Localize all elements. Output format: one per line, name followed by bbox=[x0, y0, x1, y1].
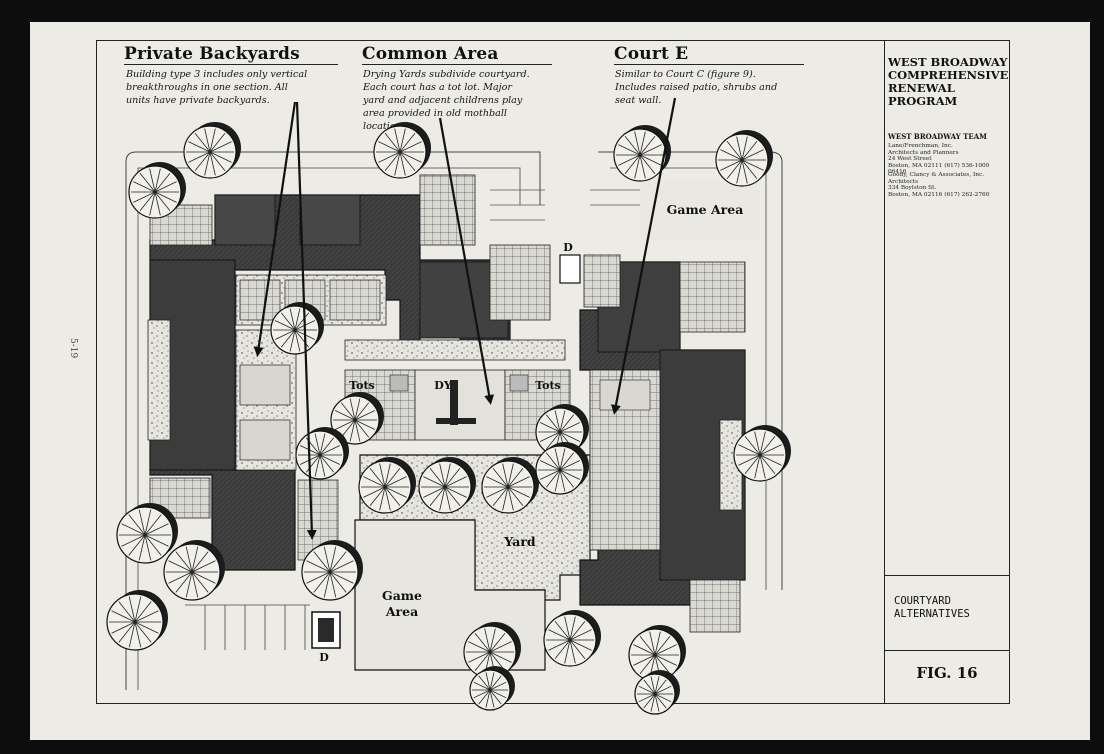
tree-icon bbox=[535, 442, 589, 495]
left-patios bbox=[147, 174, 476, 519]
tree-icon bbox=[358, 457, 416, 514]
court-e-rule bbox=[614, 64, 804, 65]
title-block-divider-2 bbox=[884, 650, 1010, 651]
tree-icon bbox=[613, 125, 671, 182]
tree-icon bbox=[733, 425, 791, 482]
tree-icon bbox=[183, 122, 241, 179]
firm-lane-frenchman: Lane/Frenchman, Inc. Architects and Plan… bbox=[888, 143, 990, 176]
tree-icon bbox=[116, 503, 178, 564]
leader-arrows bbox=[253, 97, 677, 540]
court-e-note: Similar to Court C (figure 9). Includes … bbox=[615, 69, 778, 106]
tree-icon bbox=[543, 610, 601, 667]
private-backyards-note: Building type 3 includes only vertical b… bbox=[126, 69, 308, 106]
private-backyards-title: Private Backyards bbox=[124, 44, 300, 64]
tree-icon bbox=[634, 670, 680, 715]
label-drying-yard: DY bbox=[434, 379, 452, 392]
arrow-court-e bbox=[611, 97, 677, 415]
arrow-private-1 bbox=[253, 101, 297, 357]
common-area-title: Common Area bbox=[362, 44, 499, 64]
private-backyards-rule bbox=[124, 64, 338, 65]
tree-icon bbox=[270, 302, 324, 355]
title-block bbox=[884, 40, 1010, 704]
common-area-note: Drying Yards subdivide courtyard. Each c… bbox=[363, 69, 530, 132]
parking-lot bbox=[185, 604, 310, 650]
label-tots-left: Tots bbox=[349, 379, 375, 392]
tree-icon bbox=[106, 590, 168, 651]
trees bbox=[106, 122, 791, 715]
tree-icon bbox=[163, 540, 225, 601]
program-title: WEST BROADWAY COMPREHENSIVE RENEWAL PROG… bbox=[888, 55, 1009, 108]
arrow-common bbox=[438, 117, 495, 405]
game-area-top bbox=[640, 180, 760, 240]
label-game-area-top: Game Area bbox=[666, 202, 744, 217]
tree-icon bbox=[418, 457, 476, 514]
title-block-divider-1 bbox=[884, 575, 1010, 576]
tree-icon bbox=[295, 427, 349, 480]
tree-icon bbox=[330, 392, 384, 445]
court-e-title: Court E bbox=[614, 44, 689, 64]
court-e-area bbox=[583, 254, 746, 633]
tree-icon bbox=[535, 404, 589, 457]
label-game-area-bottom: Game Area bbox=[382, 588, 422, 619]
arrow-private-2 bbox=[295, 101, 317, 540]
figure-number: FIG. 16 bbox=[916, 664, 978, 682]
label-tots-right: Tots bbox=[535, 379, 561, 392]
team-title: WEST BROADWAY TEAM bbox=[888, 132, 987, 141]
tree-icon bbox=[301, 540, 363, 601]
tree-icon bbox=[481, 457, 539, 514]
tree-icon bbox=[463, 622, 521, 679]
margin-page-number: 5-19 bbox=[68, 338, 78, 359]
parking-top bbox=[490, 189, 640, 221]
label-dumpster-top: D bbox=[563, 241, 573, 254]
firm-goody-clancy: Goody, Clancy & Associates, Inc. Archite… bbox=[888, 172, 990, 198]
sheet-title: COURTYARD ALTERNATIVES bbox=[894, 595, 970, 620]
label-yard: Yard bbox=[504, 534, 536, 549]
tree-icon bbox=[715, 130, 773, 187]
common-area-rule bbox=[362, 64, 552, 65]
label-dumpster-bottom: D bbox=[319, 651, 329, 664]
tree-icon bbox=[469, 666, 515, 711]
drawing-frame bbox=[96, 40, 1010, 704]
tree-icon bbox=[373, 122, 431, 179]
tree-icon bbox=[128, 162, 186, 219]
